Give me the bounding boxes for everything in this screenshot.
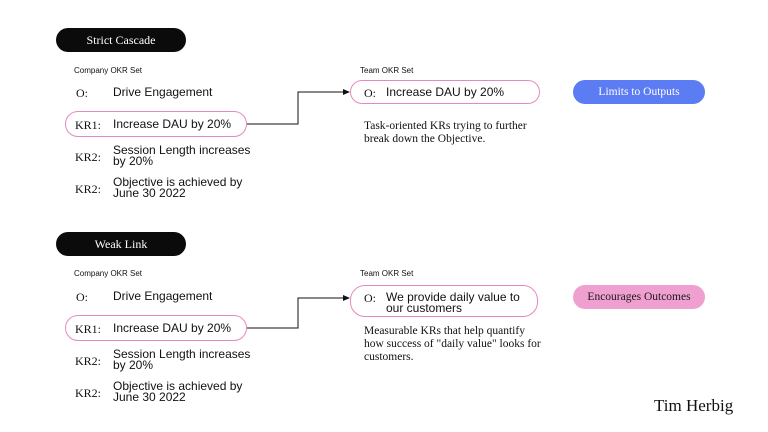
arrowhead-icon [343,295,350,301]
connector-arrow-strict [247,91,344,125]
team-okr-set-label: Team OKR Set [360,269,414,278]
kr1-highlight-box: KR1: Increase DAU by 20% [65,111,247,137]
objective-label: O: [76,86,88,100]
kr2-label: KR2: [75,386,102,400]
kr1-label: KR1: [75,118,102,132]
author-name: Tim Herbig [654,396,734,415]
team-objective-box: O: We provide daily value to our custome… [350,285,538,317]
kr2-label: KR2: [75,182,102,196]
kr1-highlight-box: KR1: Increase DAU by 20% [65,315,247,341]
team-objective-label: O: [364,86,376,100]
objective-label: O: [76,290,88,304]
kr1-text: Increase DAU by 20% [113,117,232,131]
company-okr-set-label: Company OKR Set [74,66,143,75]
kr2-deadline-text: Objective is achieved by June 30 2022 [113,175,243,200]
team-objective-label: O: [364,291,376,305]
kr2-label: KR2: [75,354,102,368]
company-objective-text: Drive Engagement [113,289,213,303]
tag-encourages-outcomes: Encourages Outcomes [573,285,705,309]
team-okr-set-label: Team OKR Set [360,66,414,75]
arrowhead-icon [343,89,350,95]
kr2-deadline-text: Objective is achieved by June 30 2022 [113,379,243,404]
tag-limits-to-outputs: Limits to Outputs [573,80,705,104]
connector-arrow-weak [247,297,344,329]
team-objective-text: We provide daily value to our customers [386,290,520,315]
kr2-session-text: Session Length increases by 20% [113,143,251,168]
team-objective-text: Increase DAU by 20% [386,85,505,99]
team-kr-description: Measurable KRs that help quantify how su… [364,325,541,363]
company-okr-set-label: Company OKR Set [74,269,143,278]
team-kr-description: Task-oriented KRs trying to further brea… [364,120,527,145]
kr1-text: Increase DAU by 20% [113,321,232,335]
team-objective-box: O: Increase DAU by 20% [350,80,540,104]
kr1-label: KR1: [75,322,102,336]
kr2-session-text: Session Length increases by 20% [113,347,251,372]
section-title-weak-link: Weak Link [56,232,186,256]
kr2-label: KR2: [75,150,102,164]
section-title-strict-cascade: Strict Cascade [56,28,186,52]
company-objective-text: Drive Engagement [113,85,213,99]
